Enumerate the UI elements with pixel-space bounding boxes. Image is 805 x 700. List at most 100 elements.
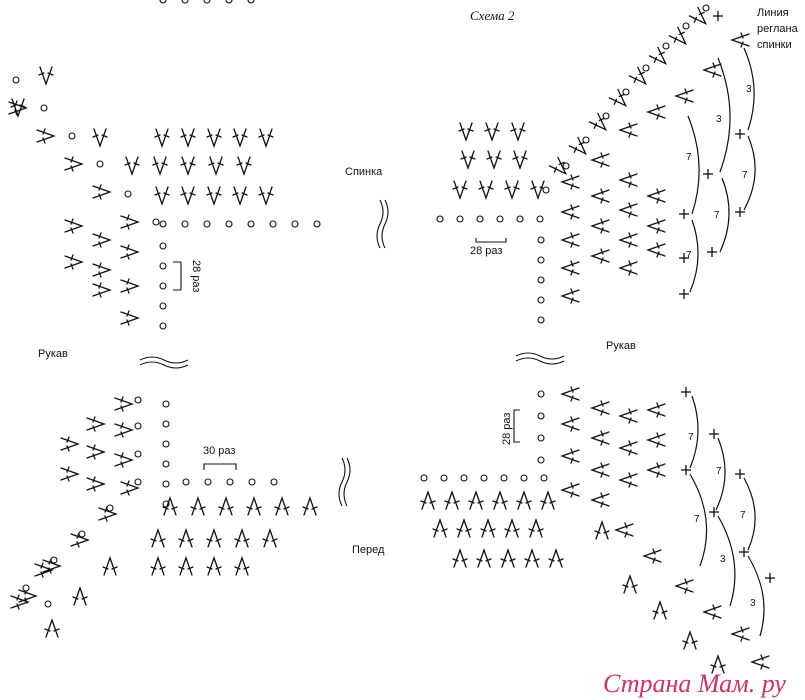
stitch-symbol [560,448,580,464]
stitch-symbol [60,466,80,482]
stitch-symbol [478,180,494,200]
chain-symbol [516,215,524,223]
chain-symbol [456,215,464,223]
stitch-symbol [642,548,662,564]
stitch-symbol [262,528,278,548]
chain-symbol [159,302,167,310]
chain-symbol [480,474,488,482]
stitch-symbol [120,480,140,496]
repeat-bracket [475,238,507,243]
stitch-symbol [114,452,134,468]
chain-symbol [162,460,170,468]
chain-symbol [247,0,255,4]
stitch-symbol [458,122,474,142]
chain-symbol [225,0,233,4]
plus-symbol [735,207,745,217]
chain-symbol [662,42,670,50]
chain-symbol [106,504,114,512]
stitch-symbol [180,156,196,176]
stitch-symbol [590,152,610,168]
stitch-symbol [154,128,170,148]
stitch-symbol [92,128,108,148]
chain-symbol [270,478,278,486]
stitch-symbol [302,496,318,516]
plus-symbol [739,547,749,557]
stitch-symbol [124,156,140,176]
stitch-symbol [512,150,528,170]
stitch-symbol [60,436,80,452]
plus-symbol [679,209,689,219]
stitch-symbol [206,186,222,206]
chain-symbol [159,0,167,4]
stitch-symbol [730,32,750,48]
stitch-symbol [646,462,666,478]
stitch-symbol [688,6,708,26]
chain-symbol [225,220,233,228]
chain-symbol [537,236,545,244]
chain-symbol [537,256,545,264]
stitch-symbol [484,122,500,142]
chain-symbol [537,434,545,442]
stitch-symbol [150,528,166,548]
stitch-symbol [618,232,638,248]
chain-symbol [622,88,630,96]
stitch-symbol [452,548,468,568]
chain-symbol [159,282,167,290]
chain-symbol [496,215,504,223]
chain-symbol [134,422,142,430]
chain-symbol [134,396,142,404]
stitch-symbol [594,520,610,540]
stitch-symbol [674,88,694,104]
back-label: Спинка [345,166,383,178]
stitch-symbol [92,184,112,200]
stitch-symbol [560,232,580,248]
stitch-count-label: 7 [688,432,694,443]
stitch-symbol [590,462,610,478]
repeat-bracket [173,261,182,291]
stitch-symbol [628,66,648,86]
stitch-symbol [516,490,532,510]
plus-symbol [679,289,689,299]
stitch-symbol [150,556,166,576]
stitch-symbol [120,214,140,230]
plus-symbol [765,573,775,583]
chain-symbol [162,440,170,448]
stitch-symbol [206,556,222,576]
stitch-symbol [668,26,688,46]
stitch-symbol [504,180,520,200]
chain-symbol [162,420,170,428]
chain-symbol [602,112,610,120]
stitch-count-label: 3 [750,598,756,609]
stitch-symbol [524,548,540,568]
stitch-symbol [618,472,638,488]
chain-symbol [226,478,234,486]
arc-line [689,395,699,469]
stitch-symbol [206,528,222,548]
stitch-symbol [152,156,168,176]
repeat-30-front-left: 30 раз [203,445,235,457]
chain-symbol [582,136,590,144]
chain-symbol [159,262,167,270]
arc-line [743,477,756,551]
stitch-symbol [86,416,106,432]
stitch-symbol [646,218,666,234]
stitch-symbol [120,278,140,294]
break-wave [338,457,351,507]
chain-symbol [162,400,170,408]
chain-symbol [537,296,545,304]
stitch-symbol [590,492,610,508]
stitch-symbol [456,518,472,538]
stitch-symbol [646,104,666,120]
stitch-symbol [92,262,112,278]
raglan-line-label-3: спинки [757,39,792,51]
stitch-symbol [750,654,770,670]
stitch-symbol [218,496,234,516]
stitch-symbol [120,244,140,260]
stitch-count-label: 7 [694,514,700,525]
stitch-symbol [10,98,26,118]
stitch-symbol [114,422,134,438]
stitch-symbol [618,260,638,276]
arc-line [689,473,708,567]
stitch-symbol [560,260,580,276]
stitch-symbol [64,156,84,172]
